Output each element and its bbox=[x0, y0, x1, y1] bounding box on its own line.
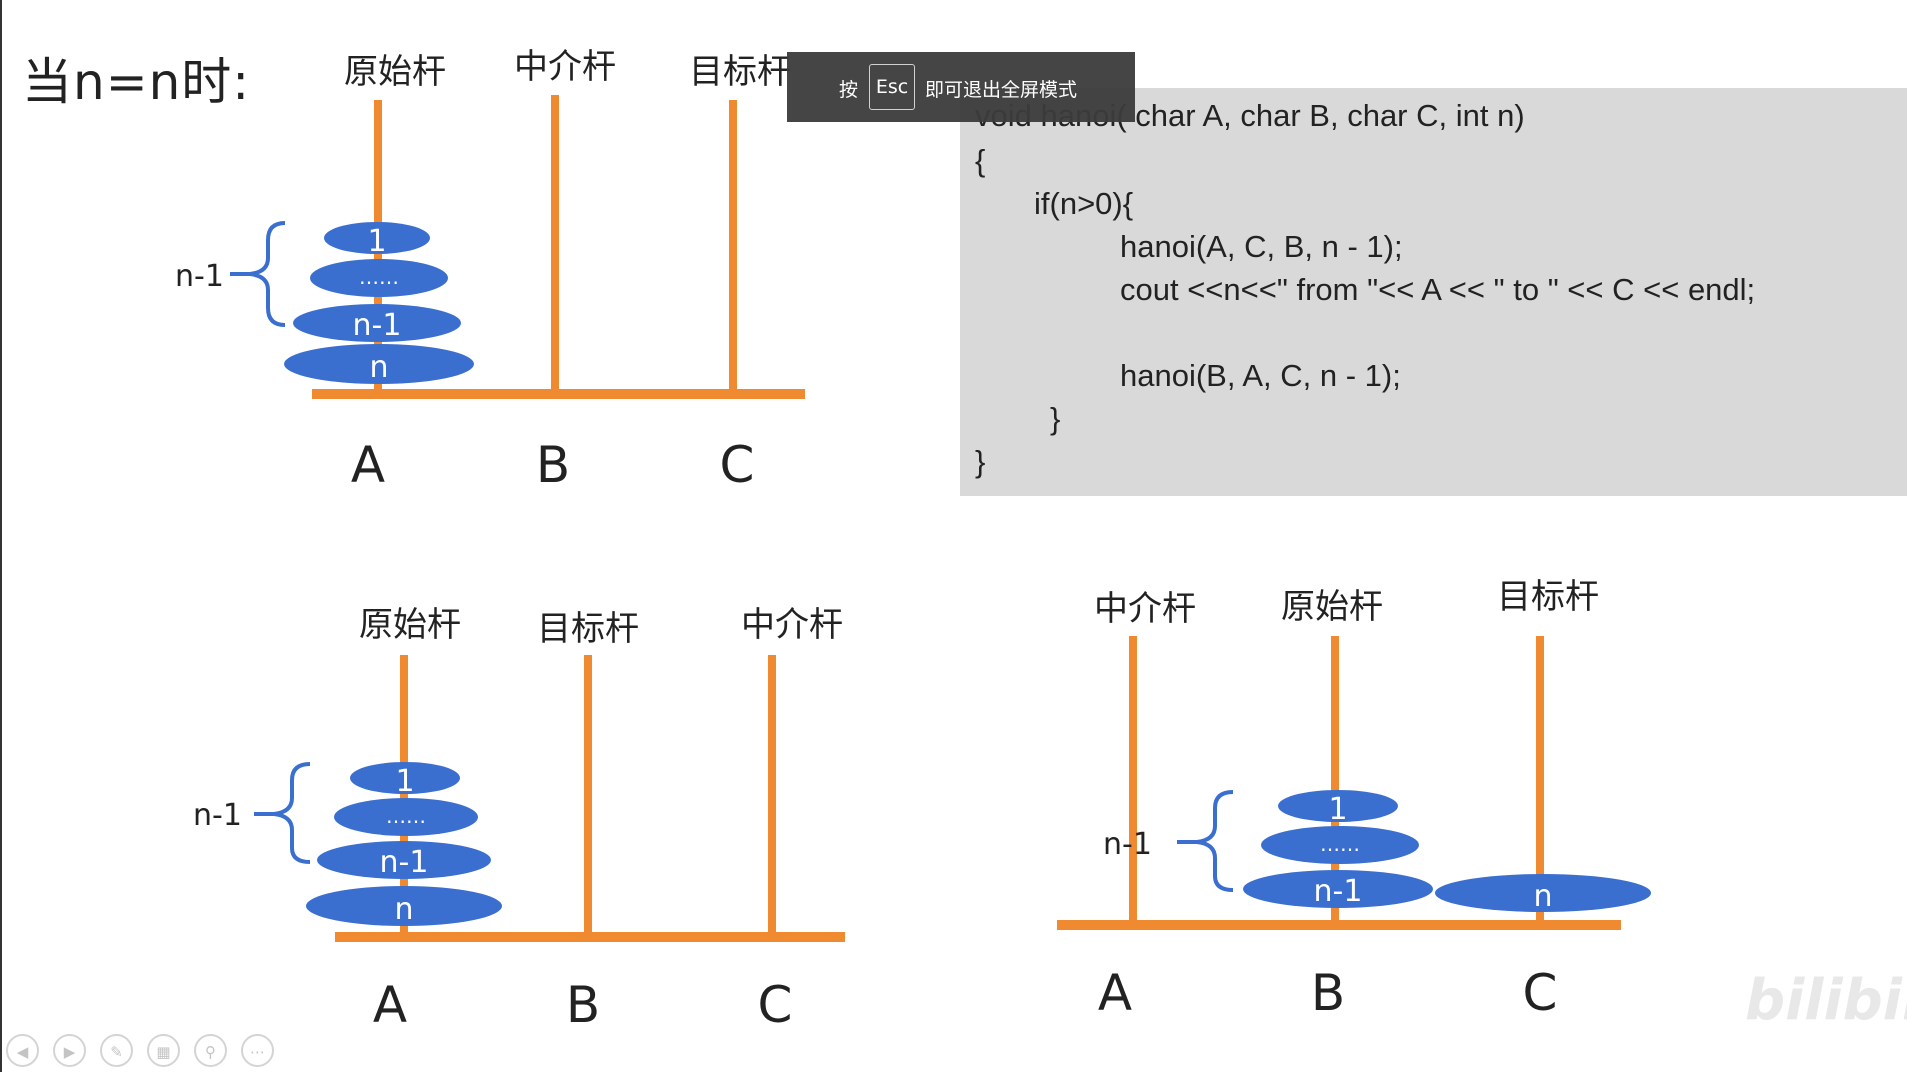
disk bbox=[334, 798, 478, 836]
disk-label: n-1 bbox=[380, 845, 429, 880]
disk bbox=[1261, 826, 1419, 864]
code-line: cout <<n<<" from "<< A << " to " << C <<… bbox=[1120, 272, 1756, 307]
next-icon[interactable]: ▶ bbox=[53, 1034, 86, 1067]
code-line: hanoi(A, C, B, n - 1); bbox=[1120, 229, 1403, 264]
rod-label: 目标杆 bbox=[1497, 577, 1599, 617]
rod-label: 原始杆 bbox=[344, 52, 446, 92]
disk bbox=[310, 259, 448, 297]
brace bbox=[273, 762, 311, 864]
rod-label: 目标杆 bbox=[689, 52, 791, 92]
diagram-bottom-right: 中介杆 原始杆 目标杆 1 …… n-1 n n-1 A B C bbox=[1057, 577, 1651, 1022]
disk bbox=[350, 762, 460, 794]
disk-label: 1 bbox=[367, 224, 386, 259]
rod-b bbox=[584, 655, 592, 935]
base-label: B bbox=[566, 976, 600, 1034]
base-label: C bbox=[1523, 964, 1558, 1022]
brace-label: n-1 bbox=[175, 259, 224, 294]
disk-label: n bbox=[1533, 879, 1552, 914]
disk-label: n-1 bbox=[353, 308, 402, 343]
rod-c bbox=[1536, 636, 1544, 926]
disk bbox=[324, 222, 430, 254]
rod-label: 原始杆 bbox=[1281, 587, 1383, 627]
base-label: A bbox=[1098, 964, 1132, 1022]
disk-label: 1 bbox=[395, 764, 414, 799]
rod-c bbox=[768, 655, 776, 935]
disk bbox=[1435, 874, 1651, 912]
disk bbox=[1243, 870, 1433, 908]
toast-press-text: 按 bbox=[839, 79, 859, 101]
rod-b bbox=[1331, 636, 1339, 926]
code-line: } bbox=[975, 444, 986, 479]
rod-label: 目标杆 bbox=[537, 609, 639, 649]
base-label: A bbox=[351, 436, 385, 494]
code-panel: void hanoi( char A, char B, char C, int … bbox=[960, 88, 1907, 496]
base bbox=[335, 932, 845, 942]
base-label: C bbox=[720, 436, 755, 494]
base-label: B bbox=[536, 436, 570, 494]
disk bbox=[1278, 790, 1398, 822]
code-line: void hanoi( char A, char B, char C, int … bbox=[975, 98, 1525, 133]
rod-label: 中介杆 bbox=[514, 47, 616, 87]
base-label: B bbox=[1311, 964, 1345, 1022]
disk-label: …… bbox=[1320, 832, 1360, 856]
more-icon[interactable]: ⋯ bbox=[241, 1034, 274, 1067]
brace-label: n-1 bbox=[1103, 827, 1152, 862]
bilibili-watermark: bilibili bbox=[1745, 968, 1907, 1033]
diagram-top: 原始杆 中介杆 目标杆 1 …… n-1 n n-1 A B C bbox=[175, 47, 805, 494]
rod-b bbox=[551, 95, 559, 390]
rod-label: 中介杆 bbox=[741, 605, 843, 645]
disk-label: …… bbox=[386, 804, 426, 828]
code-line: } bbox=[1050, 401, 1061, 436]
pages-icon[interactable]: ▦ bbox=[147, 1034, 180, 1067]
esc-key-badge: Esc bbox=[869, 64, 915, 110]
disk bbox=[317, 841, 491, 879]
fullscreen-toast: 按 Esc 即可退出全屏模式 bbox=[787, 52, 1135, 122]
disk-label: n bbox=[369, 350, 388, 385]
diagram-bottom-left: 原始杆 目标杆 中介杆 1 …… n-1 n n-1 A B C bbox=[193, 605, 845, 1034]
brace bbox=[1196, 790, 1234, 892]
pen-icon[interactable]: ✎ bbox=[100, 1034, 133, 1067]
disk-label: n bbox=[394, 892, 413, 927]
disk bbox=[284, 344, 474, 384]
base bbox=[312, 389, 805, 399]
rod-c bbox=[729, 100, 737, 390]
rod-label: 原始杆 bbox=[359, 605, 461, 645]
toast-exit-text: 即可退出全屏模式 bbox=[925, 79, 1078, 101]
disk-label: n-1 bbox=[1314, 874, 1363, 909]
rod-a bbox=[1129, 636, 1137, 926]
disk-label: …… bbox=[359, 265, 399, 289]
disk bbox=[293, 304, 461, 342]
base-label: C bbox=[758, 976, 793, 1034]
disk bbox=[306, 886, 502, 926]
zoom-icon[interactable]: ⚲ bbox=[194, 1034, 227, 1067]
rod-a bbox=[400, 655, 408, 935]
brace bbox=[249, 221, 286, 327]
code-line: { bbox=[975, 143, 986, 178]
disk-label: 1 bbox=[1328, 792, 1347, 827]
window-edge bbox=[0, 0, 2, 1072]
slide-title: 当n=n时: bbox=[22, 53, 251, 111]
base-label: A bbox=[373, 976, 407, 1034]
base bbox=[1057, 920, 1621, 930]
brace-label: n-1 bbox=[193, 798, 242, 833]
code-line: hanoi(B, A, C, n - 1); bbox=[1120, 358, 1401, 393]
prev-icon[interactable]: ◀ bbox=[6, 1034, 39, 1067]
rod-label: 中介杆 bbox=[1094, 589, 1196, 629]
code-line: if(n>0){ bbox=[1034, 186, 1134, 221]
